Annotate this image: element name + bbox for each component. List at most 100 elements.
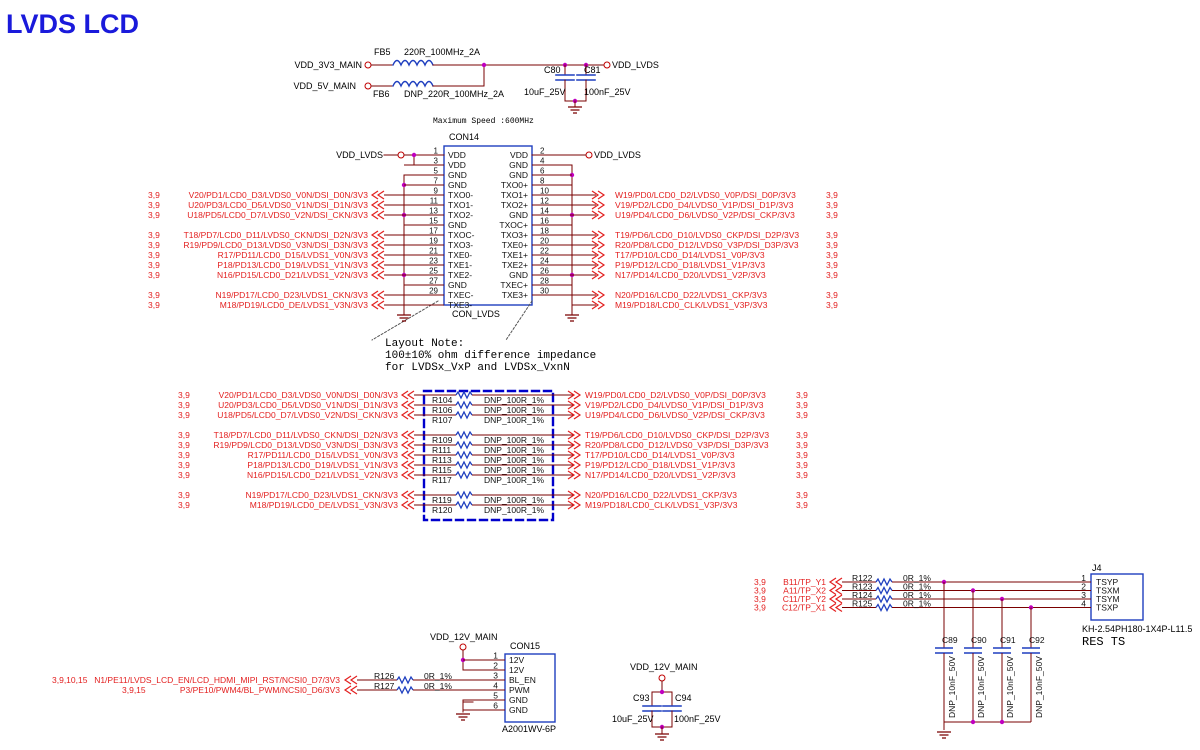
con14-right-signal-net: N20/PD16/LCD0_D22/LVDS1_CKP/3V3: [615, 290, 767, 300]
touch-page: 3,9: [754, 603, 766, 613]
con14-left-signal-page: 3,9: [148, 230, 160, 240]
touch-port-left: [828, 577, 843, 587]
con14-left-pin-name: TXE0-: [448, 250, 472, 260]
con14-left-signal-net: V20/PD1/LCD0_D3/LVDS0_V0N/DSI_D0N/3V3: [189, 190, 369, 200]
con15-part: A2001WV-6P: [502, 724, 556, 734]
backlight-resistor-ref: R127: [374, 681, 395, 691]
touch-resistor-value: 0R_1%: [903, 590, 931, 600]
net-vdd-5v: VDD_5V_MAIN: [293, 81, 356, 91]
c80-value: 10uF_25V: [524, 87, 566, 97]
con14-left-signal-net: U18/PD5/LCD0_D7/LVDS0_V2N/DSI_CKN/3V3: [187, 210, 368, 220]
j4-pin-name: TSYM: [1096, 594, 1120, 604]
backlight-series-resistor: [396, 685, 414, 695]
layout-note: Layout Note: 100±10% ohm difference impe…: [385, 338, 596, 374]
con14-left-pin-number: 11: [430, 197, 439, 206]
backlight-resistor-value: 0R_1%: [424, 681, 452, 691]
con14-left-pin-number: 15: [429, 217, 438, 226]
con14-left-pin-name: TXE1-: [448, 260, 472, 270]
termination-resistor-value: DNP_100R_1%: [484, 475, 544, 485]
con14-left-pin-name: TXEC-: [448, 290, 474, 300]
offpage-port-left: [370, 210, 385, 220]
offpage-port-left: [370, 190, 385, 200]
touch-series-resistor: [875, 594, 893, 604]
offpage-port-right: [591, 240, 606, 250]
touch-resistor-ref: R125: [852, 599, 873, 609]
term-right-page: 3,9: [796, 500, 808, 510]
term-right-net: U19/PD4/LCD0_D6/LVDS0_V2P/DSI_CKP/3V3: [585, 410, 765, 420]
con15-power-net: VDD_12V_MAIN: [430, 632, 498, 642]
con14-right-signal-net: N17/PD14/LCD0_D20/LVDS1_V2P/3V3: [615, 270, 766, 280]
con14-left-signal-page: 3,9: [148, 260, 160, 270]
con14-right-pin-number: 28: [540, 277, 549, 286]
con14-ref: CON14: [449, 132, 479, 142]
con14-left-pin-number: 1: [434, 147, 439, 156]
term-port-right: [567, 390, 582, 400]
j4-pin-name: TSXM: [1096, 586, 1120, 596]
con15-pin-number: 1: [493, 651, 498, 661]
termination-resistor-value: DNP_100R_1%: [484, 415, 544, 425]
con14-right-pin-name: TXO3+: [501, 230, 528, 240]
con14-left-signal-page: 3,9: [148, 240, 160, 250]
term-port-right: [567, 440, 582, 450]
offpage-port-right: [591, 210, 606, 220]
page-title: LVDS LCD: [6, 9, 139, 39]
con14-right-pin-name: TXO1+: [501, 190, 528, 200]
junction-dot: [999, 719, 1005, 725]
term-left-page: 3,9: [178, 490, 190, 500]
j4-pin-number: 2: [1081, 582, 1086, 592]
con14-left-pin-number: 19: [429, 237, 438, 246]
termination-resistor-ref: R117: [432, 475, 452, 485]
con15-pin-number: 5: [493, 691, 498, 701]
con15-pin-number: 4: [493, 681, 498, 691]
c94-ref: C94: [675, 693, 692, 703]
fb6-ref: FB6: [373, 89, 390, 99]
j4-ref: J4: [1092, 563, 1102, 573]
termination-resistor-ref: R111: [432, 445, 451, 455]
touch-resistor-value: 0R_1%: [903, 582, 931, 592]
term-port-left: [400, 470, 415, 480]
term-left-page: 3,9: [178, 400, 190, 410]
con14-right-signal-net: T19/PD6/LCD0_D10/LVDS0_CKP/DSI_D2P/3V3: [615, 230, 799, 240]
offpage-port-right: [591, 270, 606, 280]
power-filter-ground-symbol: [568, 106, 582, 114]
con15-pin-name: GND: [509, 695, 528, 705]
con14-left-signal-net: T18/PD7/LCD0_D11/LVDS0_CKN/DSI_D2N/3V3: [184, 230, 369, 240]
c81-ref: C81: [584, 65, 601, 75]
term-left-page: 3,9: [178, 430, 190, 440]
term-left-net: P18/PD13/LCD0_D19/LVDS1_V1N/3V3: [247, 460, 398, 470]
term-right-page: 3,9: [796, 400, 808, 410]
layout-note-line-2: 100±10% ohm difference impedance: [385, 350, 596, 362]
offpage-port-left: [370, 240, 385, 250]
j4-part: KH-2.54PH180-1X4P-L11.5: [1082, 624, 1192, 634]
backlight-port-left: [343, 685, 358, 695]
touch-port-left: [828, 603, 843, 612]
termination-resistor-ref: R106: [432, 405, 453, 415]
touch-ground-symbol: [937, 731, 951, 739]
term-right-page: 3,9: [796, 390, 808, 400]
offpage-port-left: [370, 260, 385, 270]
touch-resistor-value: 0R_1%: [903, 573, 931, 583]
term-left-net: T18/PD7/LCD0_D11/LVDS0_CKN/DSI_D2N/3V3: [214, 430, 399, 440]
touch-cap-ref: C89: [942, 635, 958, 645]
backlight-net: N1/PE11/LVDS_LCD_EN/LCD_HDMI_MIPI_RST/NC…: [94, 675, 340, 685]
termination-resistor-ref: R113: [432, 455, 452, 465]
con14-left-pin-number: 27: [429, 277, 438, 286]
termination-resistor: [455, 490, 473, 500]
touch-port-left: [828, 586, 843, 595]
termination-resistor: [455, 390, 473, 400]
net-vdd-3v3: VDD_3V3_MAIN: [294, 60, 362, 70]
net-vdd-lvds: VDD_LVDS: [612, 60, 659, 70]
termination-resistor: [455, 410, 473, 420]
term-left-net: N19/PD17/LCD0_D23/LVDS1_CKN/3V3: [246, 490, 399, 500]
term-port-left: [400, 410, 415, 420]
con14-right-signal-page: 3,9: [826, 300, 838, 310]
term-left-net: R17/PD11/LCD0_D15/LVDS1_V0N/3V3: [248, 450, 399, 460]
c94-value: 100nF_25V: [674, 714, 721, 724]
offpage-port-left: [370, 290, 385, 300]
touch-page: 3,9: [754, 577, 766, 587]
con14-right-ground-symbol: [565, 314, 579, 322]
con14-left-signal-net: M18/PD19/LCD0_DE/LVDS1_V3N/3V3: [220, 300, 368, 310]
term-right-net: W19/PD0/LCD0_D2/LVDS0_V0P/DSI_D0P/3V3: [585, 390, 766, 400]
term-port-left: [400, 450, 415, 460]
touch-port-left: [828, 594, 843, 604]
